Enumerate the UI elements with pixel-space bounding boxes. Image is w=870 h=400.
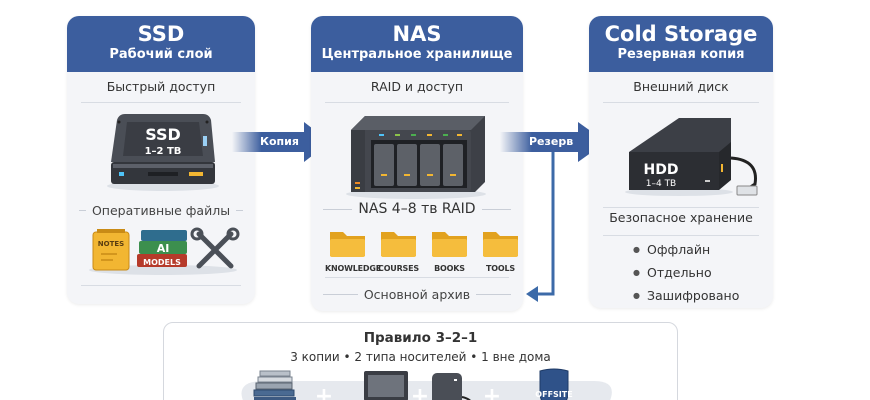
divider xyxy=(481,208,511,210)
folder-label: TOOLS xyxy=(486,264,515,273)
nas-caption: RAID и доступ xyxy=(370,79,464,94)
folder-courses[interactable]: COURSES xyxy=(376,226,421,273)
divider xyxy=(81,102,241,103)
nas-footer-text: Основной архив xyxy=(363,287,471,302)
copy-arrow-label: Копия xyxy=(260,135,299,148)
cold-section-label: Безопасное хранение xyxy=(609,210,753,225)
rule-subtitle: 3 копии • 2 типа носителей • 1 вне дома xyxy=(290,350,551,364)
divider xyxy=(79,210,86,211)
folder-icon xyxy=(330,232,365,257)
rule-illustration: + + + OFFSITE xyxy=(241,368,612,400)
nas-footer-label: Основной архив xyxy=(311,287,523,302)
laptop-icon xyxy=(364,371,408,400)
divider xyxy=(236,210,244,211)
folder-icon xyxy=(381,232,416,257)
ssd-subtitle: Рабочий слой xyxy=(109,47,213,62)
divider xyxy=(603,235,759,236)
books-icon: AI MODELS xyxy=(137,230,187,267)
ssd-card: SSD Рабочий слой Быстрый доступ SSD 1–2 … xyxy=(67,16,255,304)
divider xyxy=(476,294,511,295)
offsite-label: OFFSITE xyxy=(535,390,572,399)
offsite-shield-icon: OFFSITE xyxy=(535,368,573,400)
ssd-caption: Быстрый доступ xyxy=(106,79,216,94)
bullet-encrypted: Зашифровано xyxy=(633,284,739,307)
divider xyxy=(323,294,358,295)
external-drive-icon xyxy=(432,373,471,400)
divider xyxy=(325,102,509,103)
folder-icon xyxy=(483,232,518,257)
nas-section-label: NAS 4–8 тв RAID xyxy=(311,201,523,217)
books-models-label: MODELS xyxy=(143,258,181,267)
divider xyxy=(603,102,759,103)
divider xyxy=(325,277,509,278)
nas-title: NAS xyxy=(392,22,442,46)
books-ai-label: AI xyxy=(157,242,170,255)
nas-subtitle: Центральное хранилище xyxy=(321,47,513,62)
nas-folders: KNOWLEDGE COURSES BOOKS TOOLS xyxy=(325,226,523,273)
bullet-separate: Отдельно xyxy=(633,261,739,284)
ssd-header: SSD Рабочий слой xyxy=(67,16,255,72)
notes-icon: NOTES xyxy=(92,229,130,271)
ssd-device-label: SSD xyxy=(145,125,181,144)
divider xyxy=(323,208,353,210)
folder-books[interactable]: BOOKS xyxy=(427,226,472,273)
copy-arrow xyxy=(232,122,330,162)
divider xyxy=(603,207,759,208)
divider xyxy=(81,285,241,286)
plus-sign: + xyxy=(411,384,429,400)
cold-subtitle: Резервная копия xyxy=(617,47,745,62)
nas-section-text: NAS 4–8 тв RAID xyxy=(358,201,476,217)
ssd-title: SSD xyxy=(137,22,185,46)
ssd-drive-icon: SSD 1–2 TB xyxy=(107,114,219,191)
hdd-device-icon: HDD 1–4 TB xyxy=(625,118,758,196)
folder-label: COURSES xyxy=(378,264,419,273)
plus-sign: + xyxy=(315,384,333,400)
plus-sign: + xyxy=(483,384,501,400)
hdd-device-capacity: 1–4 TB xyxy=(646,179,677,189)
rule-321-panel: Правило 3–2–1 3 копии • 2 типа носителей… xyxy=(163,322,678,400)
folder-tools[interactable]: TOOLS xyxy=(478,226,523,273)
cold-caption: Внешний диск xyxy=(633,79,729,94)
ssd-device-capacity: 1–2 TB xyxy=(145,146,182,157)
folder-label: KNOWLEDGE xyxy=(325,264,381,273)
bullet-offline: Оффлайн xyxy=(633,238,739,261)
notes-label: NOTES xyxy=(98,240,124,248)
tools-icon xyxy=(190,227,240,269)
cold-storage-card: Cold Storage Резервная копия Внешний дис… xyxy=(589,16,773,308)
rule-title: Правило 3–2–1 xyxy=(363,330,478,346)
nas-device-icon xyxy=(346,116,486,199)
book-stack-icon xyxy=(253,370,296,400)
working-files-icons: NOTES AI MODELS xyxy=(89,227,240,275)
folder-label: BOOKS xyxy=(434,264,465,273)
hdd-device-label: HDD xyxy=(644,162,679,178)
nas-card: NAS Центральное хранилище RAID и доступ xyxy=(311,16,523,311)
folder-knowledge[interactable]: KNOWLEDGE xyxy=(325,226,381,273)
cold-title: Cold Storage xyxy=(604,22,758,46)
ssd-section-text: Оперативные файлы xyxy=(91,203,231,218)
folder-icon xyxy=(432,232,467,257)
backup-arrow xyxy=(500,122,606,302)
cold-bullets: Оффлайн Отдельно Зашифровано xyxy=(633,238,739,307)
cold-header: Cold Storage Резервная копия xyxy=(589,16,773,72)
backup-arrow-label: Резерв xyxy=(529,135,574,148)
nas-header: NAS Центральное хранилище xyxy=(311,16,523,72)
ssd-section-label: Оперативные файлы xyxy=(67,203,255,218)
